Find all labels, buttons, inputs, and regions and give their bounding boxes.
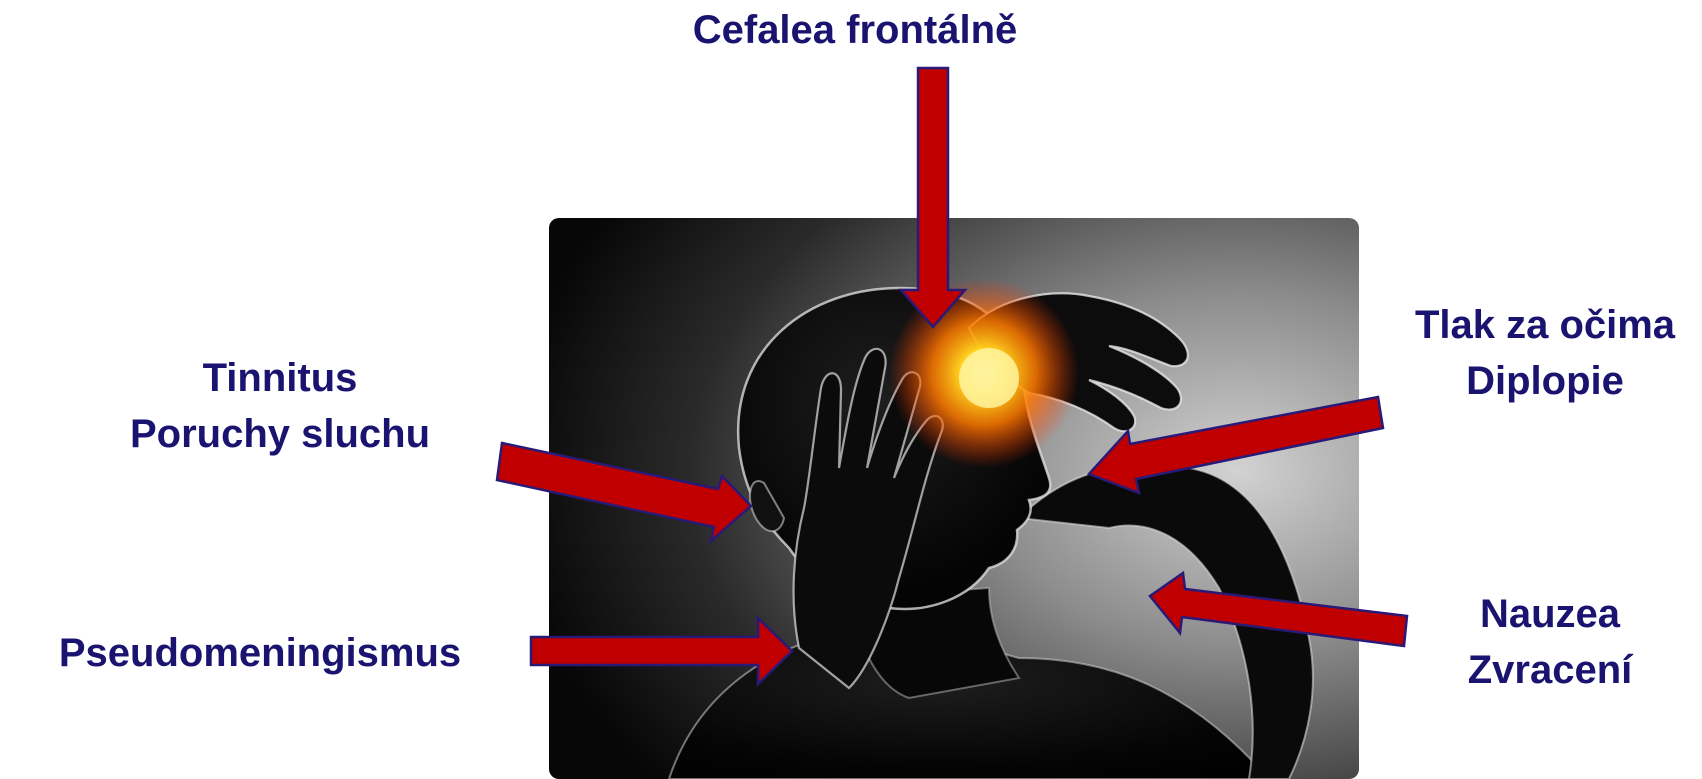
label-text: Pseudomeningismus xyxy=(10,625,510,681)
label-text-line-1: Nauzea xyxy=(1400,586,1700,642)
label-tinnitus-hearing: Tinnitus Poruchy sluchu xyxy=(90,350,470,462)
label-text-line-2: Poruchy sluchu xyxy=(90,406,470,462)
label-pseudomeningismus: Pseudomeningismus xyxy=(10,625,510,681)
label-text: Cefalea frontálně xyxy=(540,2,1170,58)
person-holding-head-icon xyxy=(549,218,1359,779)
label-nausea-vomiting: Nauzea Zvracení xyxy=(1400,586,1700,698)
label-text-line-1: Tlak za očima xyxy=(1380,297,1702,353)
label-text-line-1: Tinnitus xyxy=(90,350,470,406)
label-text-line-2: Diplopie xyxy=(1380,353,1702,409)
label-eye-pressure-diplopia: Tlak za očima Diplopie xyxy=(1380,297,1702,409)
label-frontal-headache: Cefalea frontálně xyxy=(540,2,1170,58)
label-text-line-2: Zvracení xyxy=(1400,642,1700,698)
pain-core xyxy=(959,348,1019,408)
headache-illustration xyxy=(549,218,1359,779)
